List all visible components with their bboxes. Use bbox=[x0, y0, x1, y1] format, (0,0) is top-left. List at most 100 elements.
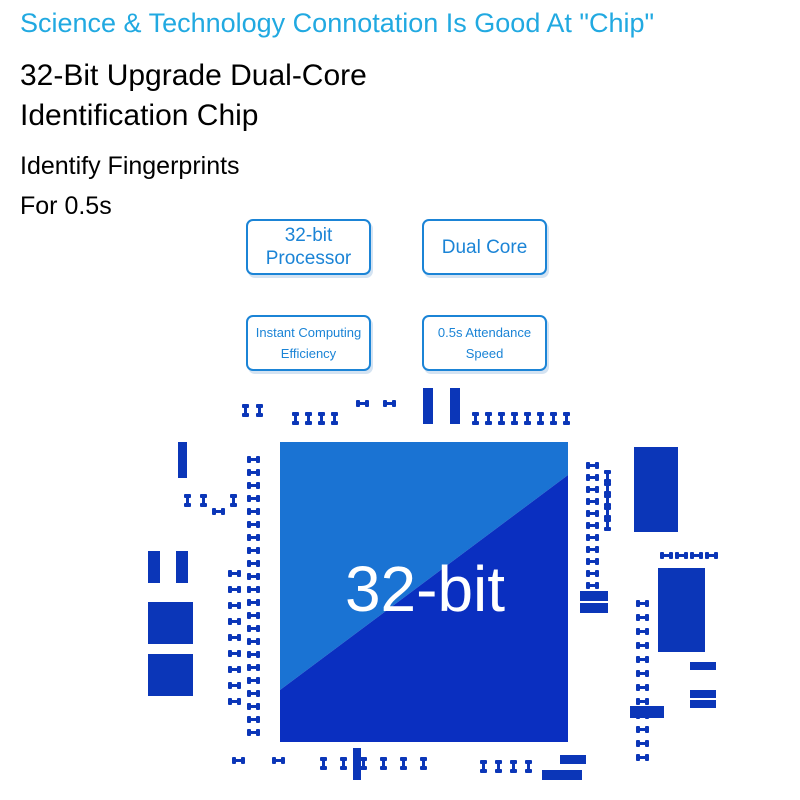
circuit-component bbox=[586, 462, 599, 469]
circuit-component bbox=[636, 698, 649, 705]
circuit-component bbox=[604, 518, 611, 531]
circuit-component bbox=[247, 482, 260, 489]
circuit-component bbox=[228, 698, 241, 705]
circuit-component bbox=[292, 412, 299, 425]
feature-32bit-processor: 32-bit Processor bbox=[246, 219, 371, 275]
circuit-component bbox=[380, 757, 387, 770]
circuit-component bbox=[604, 470, 611, 483]
circuit-block bbox=[580, 603, 608, 613]
circuit-block bbox=[690, 690, 716, 698]
feature-dual-core: Dual Core bbox=[422, 219, 547, 275]
circuit-component bbox=[586, 546, 599, 553]
feature-attendance-speed: 0.5s Attendance Speed bbox=[422, 315, 547, 371]
circuit-component bbox=[228, 634, 241, 641]
circuit-block bbox=[148, 602, 193, 644]
circuit-block bbox=[148, 551, 160, 583]
circuit-component bbox=[200, 494, 207, 507]
circuit-component bbox=[247, 703, 260, 710]
circuit-block bbox=[176, 551, 188, 583]
circuit-component bbox=[636, 684, 649, 691]
chip-label: 32-bit bbox=[344, 553, 506, 625]
subtitle: Identify Fingerprints For 0.5s bbox=[20, 146, 240, 226]
circuit-component bbox=[247, 599, 260, 606]
circuit-component bbox=[636, 642, 649, 649]
circuit-component bbox=[247, 560, 260, 567]
circuit-component bbox=[480, 760, 487, 773]
circuit-component bbox=[247, 690, 260, 697]
circuit-component bbox=[690, 552, 703, 559]
circuit-component bbox=[510, 760, 517, 773]
circuit-component bbox=[660, 552, 673, 559]
circuit-component bbox=[383, 400, 396, 407]
circuit-component bbox=[247, 729, 260, 736]
circuit-component bbox=[586, 474, 599, 481]
circuit-component bbox=[247, 508, 260, 515]
circuit-component bbox=[495, 760, 502, 773]
circuit-component bbox=[636, 656, 649, 663]
circuit-component bbox=[400, 757, 407, 770]
subtitle-line-2: For 0.5s bbox=[20, 192, 112, 220]
circuit-component bbox=[247, 534, 260, 541]
circuit-component bbox=[340, 757, 347, 770]
circuit-component bbox=[586, 582, 599, 589]
circuit-component bbox=[228, 586, 241, 593]
circuit-component bbox=[563, 412, 570, 425]
circuit-component bbox=[320, 757, 327, 770]
circuit-block bbox=[690, 700, 716, 708]
headline: Science & Technology Connotation Is Good… bbox=[20, 8, 655, 38]
circuit-block bbox=[542, 770, 582, 780]
circuit-component bbox=[242, 404, 249, 417]
circuit-component bbox=[604, 494, 611, 507]
circuit-block bbox=[634, 447, 678, 532]
title-line-2: Identification Chip bbox=[20, 99, 259, 132]
circuit-component bbox=[604, 506, 611, 519]
circuit-block bbox=[658, 568, 705, 652]
circuit-component bbox=[705, 552, 718, 559]
circuit-component bbox=[318, 412, 325, 425]
circuit-component bbox=[247, 612, 260, 619]
circuit-component bbox=[247, 573, 260, 580]
circuit-components bbox=[148, 388, 718, 780]
circuit-component bbox=[550, 412, 557, 425]
circuit-block bbox=[450, 388, 460, 424]
circuit-component bbox=[228, 570, 241, 577]
circuit-component bbox=[247, 586, 260, 593]
circuit-component bbox=[247, 469, 260, 476]
circuit-component bbox=[360, 757, 367, 770]
circuit-component bbox=[636, 670, 649, 677]
circuit-component bbox=[247, 716, 260, 723]
circuit-component bbox=[247, 664, 260, 671]
circuit-component bbox=[420, 757, 427, 770]
circuit-component bbox=[247, 625, 260, 632]
circuit-block bbox=[353, 748, 361, 780]
feature-instant-computing: Instant Computing Efficiency bbox=[246, 315, 371, 371]
circuit-component bbox=[636, 600, 649, 607]
circuit-component bbox=[247, 651, 260, 658]
circuit-component bbox=[524, 412, 531, 425]
circuit-component bbox=[636, 754, 649, 761]
circuit-component bbox=[272, 757, 285, 764]
circuit-block bbox=[560, 755, 586, 764]
circuit-component bbox=[675, 552, 688, 559]
circuit-component bbox=[586, 510, 599, 517]
circuit-component bbox=[184, 494, 191, 507]
circuit-component bbox=[586, 570, 599, 577]
circuit-block bbox=[423, 388, 433, 424]
circuit-component bbox=[636, 726, 649, 733]
circuit-component bbox=[525, 760, 532, 773]
circuit-component bbox=[256, 404, 263, 417]
circuit-block bbox=[690, 662, 716, 670]
circuit-block bbox=[148, 654, 193, 696]
circuit-component bbox=[586, 522, 599, 529]
subtitle-line-1: Identify Fingerprints bbox=[20, 152, 240, 180]
circuit-component bbox=[247, 495, 260, 502]
circuit-component bbox=[636, 614, 649, 621]
chip-die bbox=[280, 442, 568, 742]
circuit-component bbox=[636, 628, 649, 635]
circuit-component bbox=[228, 666, 241, 673]
circuit-component bbox=[511, 412, 518, 425]
circuit-component bbox=[228, 602, 241, 609]
circuit-component bbox=[247, 638, 260, 645]
circuit-component bbox=[636, 740, 649, 747]
